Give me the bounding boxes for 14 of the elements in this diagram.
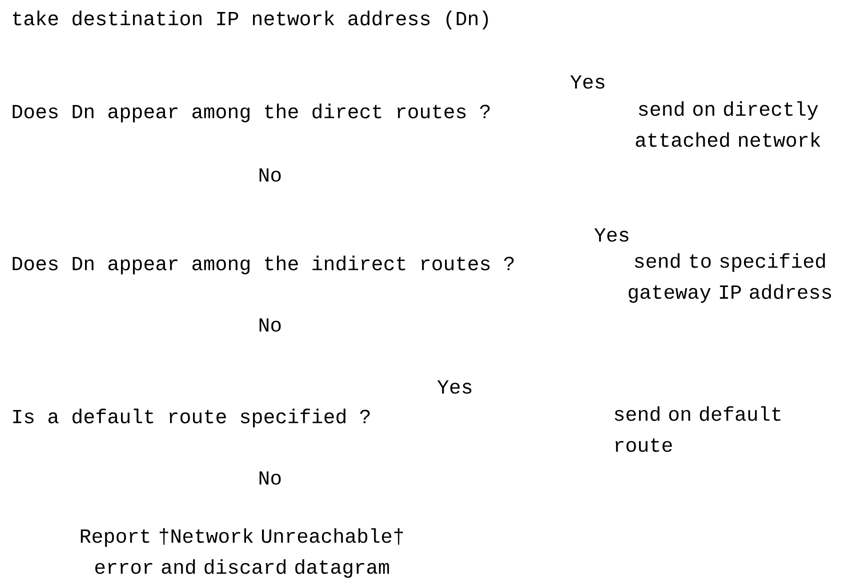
step-text: take destination IP network address (Dn) [13,10,488,30]
action-text: send to specified gateway IP address [628,253,831,303]
action-text: send on default route [614,406,780,452]
outcome-text: Report †Network Unreachable† error and discard datagram [80,528,403,578]
question-text: Is a default route specified ? [13,408,370,428]
question-text: Does Dn appear among the direct routes ? [12,104,490,122]
branch-label: No [260,168,281,182]
branch-label: No [260,471,281,485]
action-text: send on directly attached network [636,101,820,147]
question-text: Does Dn appear among the indirect routes ? [12,256,514,274]
branch-label: Yes [437,380,472,394]
branch-label: Yes [594,228,628,242]
branch-label: Yes [570,75,604,89]
branch-label: No [260,318,281,332]
